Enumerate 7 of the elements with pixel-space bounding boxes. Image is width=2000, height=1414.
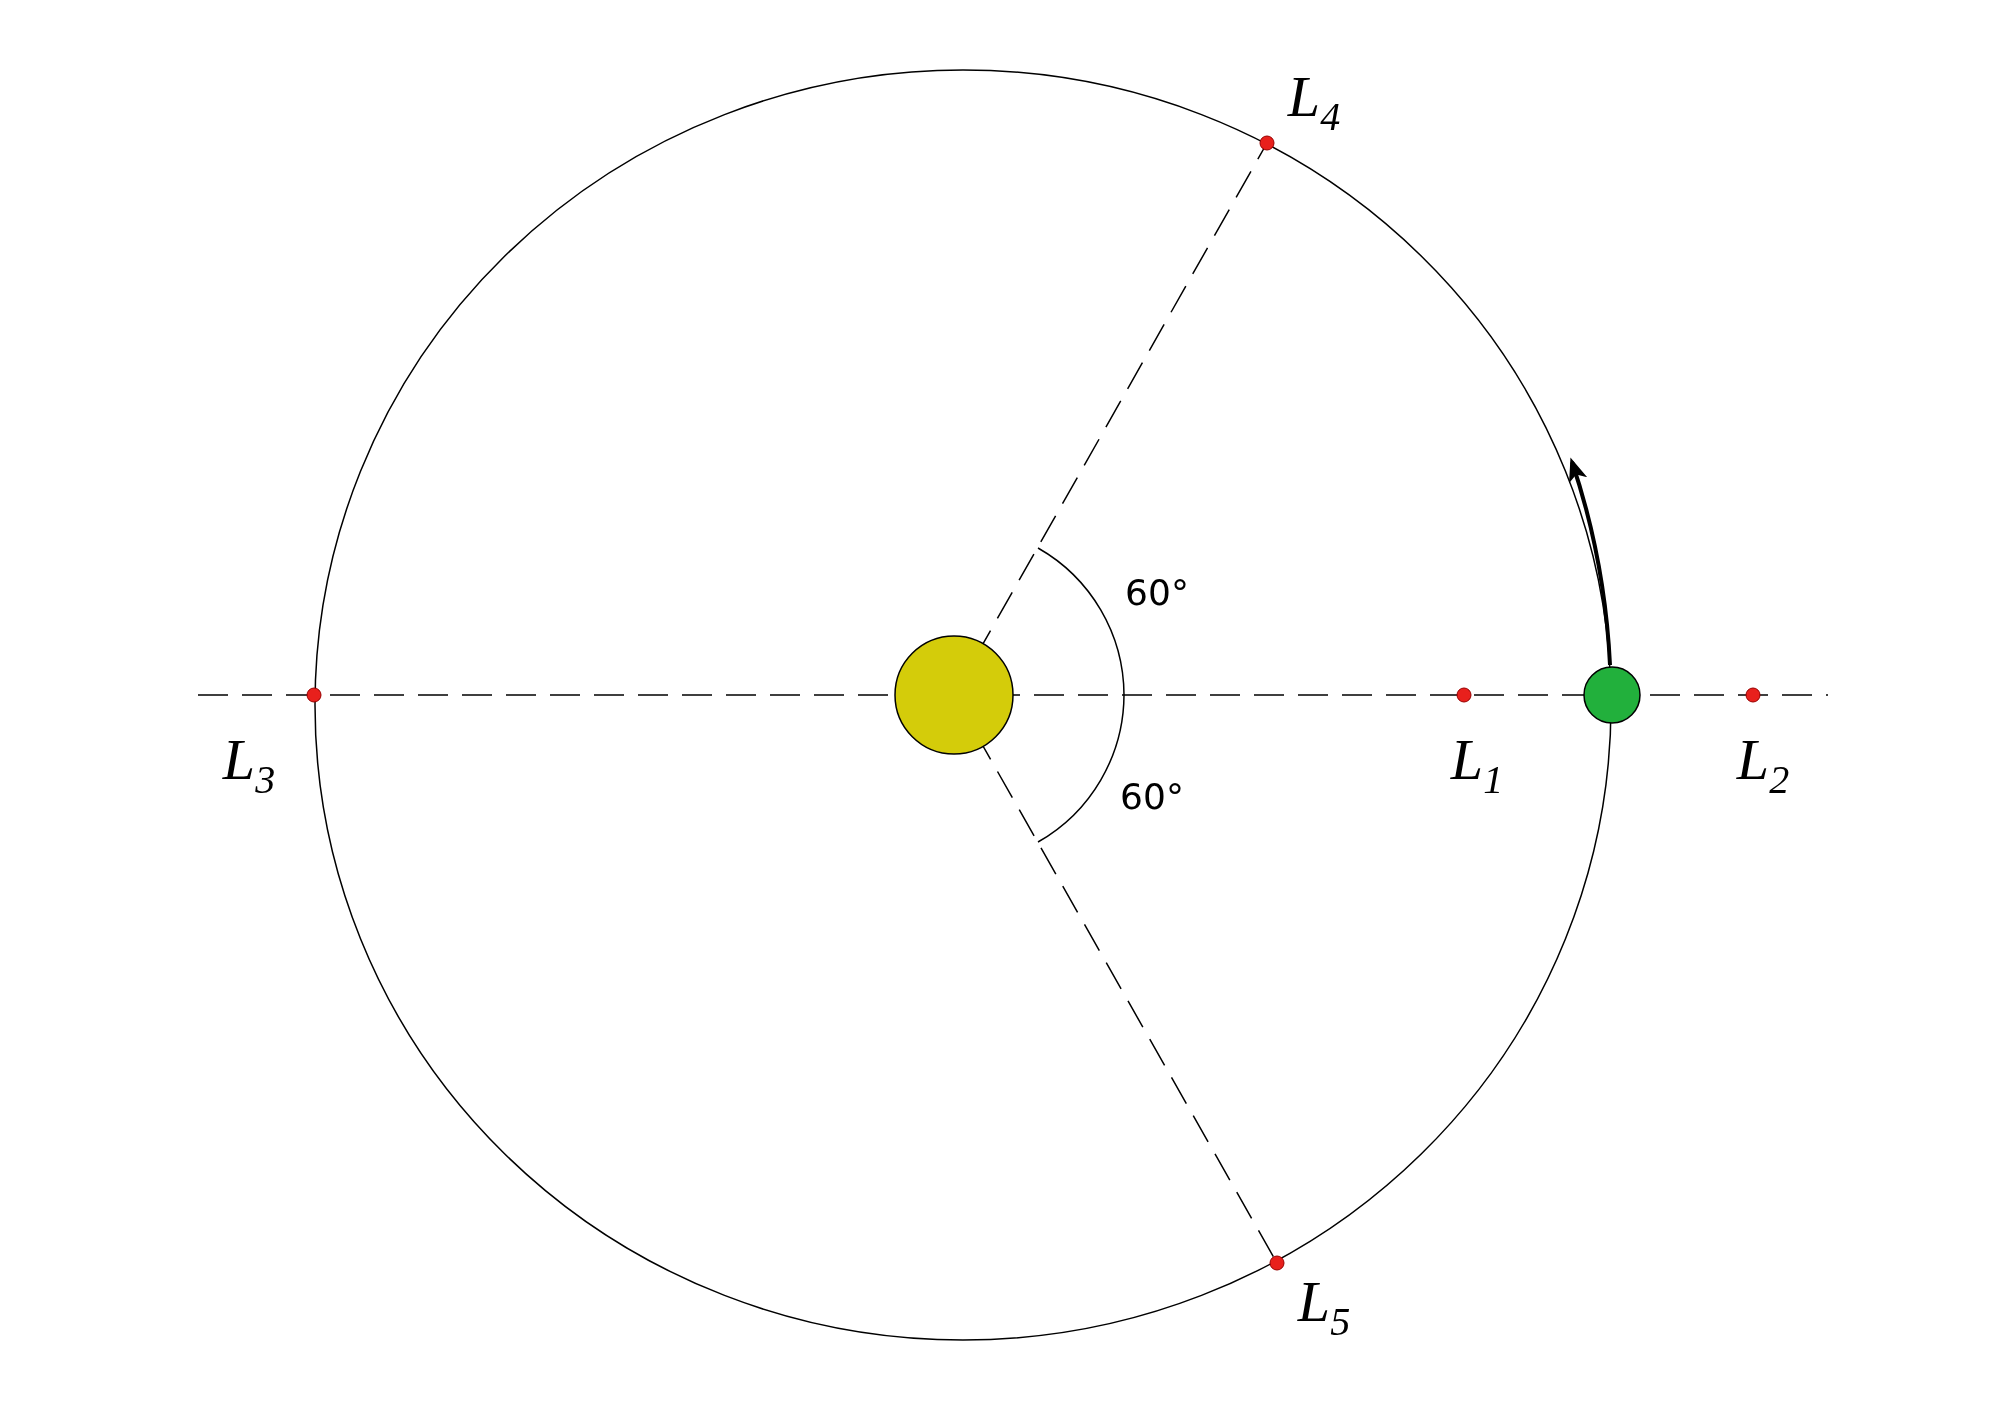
point-label: L$_{1}$ bbox=[1450, 730, 1504, 800]
point-label: L$_{5}$ bbox=[1297, 1272, 1351, 1342]
point-label: L$_{4}$ bbox=[1287, 67, 1341, 137]
point-label: L$_{3}$ bbox=[222, 730, 276, 800]
angle-label: 60° bbox=[1125, 575, 1189, 611]
point-label: L$_{2}$ bbox=[1736, 730, 1790, 800]
angle-label: 60° bbox=[1120, 779, 1184, 815]
